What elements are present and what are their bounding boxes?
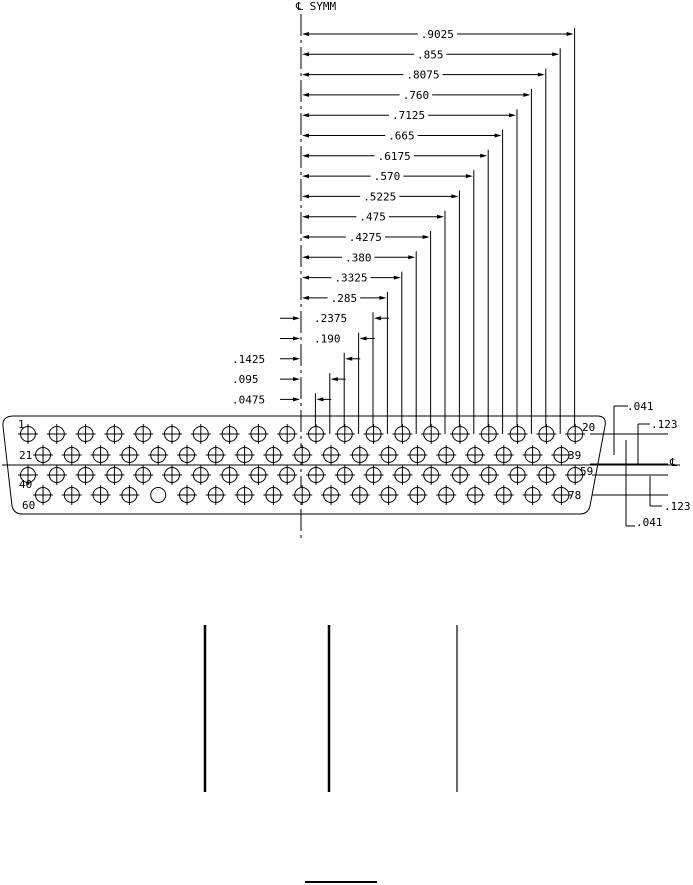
- dimension-label: .3325: [334, 272, 367, 285]
- arrow-head: [302, 92, 309, 97]
- label-background: [331, 271, 371, 285]
- label-background: [370, 170, 404, 184]
- arrow-head: [379, 295, 387, 300]
- arrow-head: [302, 52, 309, 57]
- arrow-head: [302, 72, 309, 77]
- arrow-head: [509, 113, 516, 118]
- arrow-head: [293, 356, 300, 361]
- pin-label-20: 20: [582, 421, 595, 434]
- pin-label-59: 59: [580, 465, 593, 478]
- arrow-head: [302, 133, 309, 138]
- arrow-head: [293, 336, 300, 341]
- arrow-head: [393, 275, 401, 280]
- dim-top-pitch: .123: [651, 418, 678, 431]
- dim-top-gap: .041: [627, 400, 654, 413]
- dimension-label: .7125: [392, 109, 425, 122]
- arrow-head: [465, 174, 473, 179]
- dimension-label: .4275: [349, 231, 382, 244]
- label-background: [342, 251, 375, 265]
- arrow-head: [302, 275, 309, 280]
- arrow-head: [552, 52, 560, 57]
- arrow-head: [359, 336, 367, 341]
- pin-array: [18, 424, 586, 505]
- arrow-head: [302, 153, 309, 158]
- arrow-head: [302, 214, 309, 219]
- dimension-label: .665: [388, 130, 415, 143]
- label-background: [399, 88, 433, 102]
- arrow-head: [302, 194, 309, 199]
- arrow-head: [437, 214, 444, 219]
- pin-label-1: 1: [18, 418, 25, 431]
- arrow-head: [374, 316, 381, 321]
- dimension-label: .760: [403, 89, 430, 102]
- centerline-symm-label: ℄ SYMM: [295, 0, 337, 13]
- dimension-label: .0475: [232, 393, 265, 406]
- arrow-head: [345, 356, 353, 361]
- dimension-label: .6175: [378, 150, 411, 163]
- dim-bottom-pitch: .123: [664, 500, 691, 513]
- pin-label-39: 39: [568, 449, 581, 462]
- dimension-label: .855: [417, 48, 444, 61]
- dim-bottom-gap: .041: [636, 516, 663, 529]
- arrow-head: [316, 397, 324, 402]
- label-background: [417, 28, 457, 41]
- label-background: [385, 129, 418, 143]
- arrow-head: [523, 92, 531, 97]
- arrow-head: [451, 194, 459, 199]
- arrow-head: [302, 174, 309, 179]
- dimension-label: .5225: [363, 190, 396, 203]
- label-background: [414, 48, 447, 62]
- arrow-head: [293, 377, 300, 382]
- dimension-label: .1425: [232, 353, 265, 366]
- dimension-label: .190: [314, 333, 341, 346]
- arrow-head: [302, 255, 309, 260]
- pin-hole: [150, 487, 167, 503]
- dimension-label: .570: [374, 170, 401, 183]
- dimension-label: .380: [345, 251, 372, 264]
- label-background: [356, 210, 389, 224]
- dimension-label: .095: [232, 373, 259, 386]
- arrow-head: [302, 235, 309, 239]
- arrow-head: [537, 72, 545, 77]
- arrow-head: [293, 316, 300, 321]
- arrow-head: [330, 377, 338, 382]
- dimension-label: .285: [331, 292, 358, 305]
- arrow-head: [480, 153, 488, 158]
- arrow-head: [408, 255, 416, 260]
- label-background: [327, 291, 361, 305]
- vertical-dimensions: [590, 405, 668, 527]
- connector-shell-outline: [2, 415, 606, 515]
- pin-label-21: 21: [19, 449, 32, 462]
- horizontal-dimensions: .9025 .855 .8075 .760 .7125 .665 .6175 .570 .522…: [232, 28, 576, 434]
- pin-label-60: 60: [22, 499, 35, 512]
- label-background: [374, 149, 414, 163]
- pin-label-40: 40: [19, 478, 32, 491]
- label-background: [345, 231, 385, 244]
- arrow-head: [293, 397, 300, 402]
- dimension-label: .2375: [314, 312, 347, 325]
- dimension-label: .9025: [421, 28, 454, 41]
- arrow-head: [302, 113, 309, 118]
- pin-label-78: 78: [568, 489, 581, 502]
- arrow-head: [422, 235, 430, 239]
- label-background: [360, 190, 400, 204]
- arrow-head: [566, 32, 574, 36]
- arrow-head: [302, 295, 309, 300]
- dimension-label: .475: [359, 211, 386, 224]
- arrow-head: [302, 32, 309, 36]
- label-background: [403, 68, 443, 82]
- label-background: [389, 109, 429, 123]
- right-centerline-label: ℄: [669, 456, 677, 469]
- dimension-label: .8075: [406, 69, 439, 82]
- arrow-head: [494, 133, 502, 138]
